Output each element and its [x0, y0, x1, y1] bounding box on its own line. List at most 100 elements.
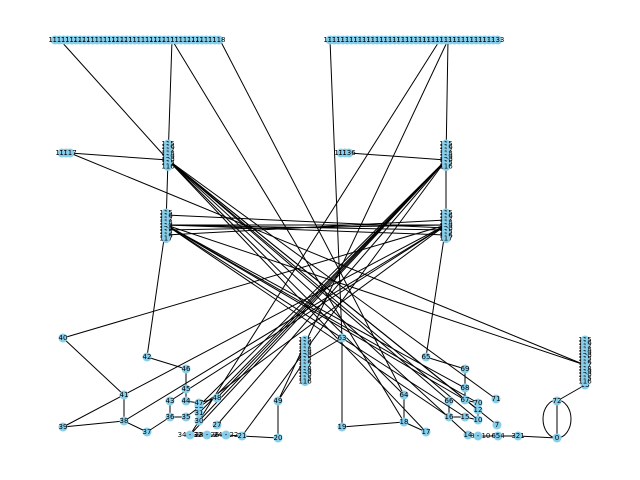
graph-node: 19: [337, 422, 347, 432]
node-label: 10: [474, 416, 483, 424]
node-marker: [580, 377, 590, 387]
node-marker: [493, 35, 503, 45]
node-marker: [194, 398, 204, 408]
graph-edge: [165, 224, 586, 366]
graph-node: 48: [212, 393, 222, 403]
node-label: 15: [461, 413, 470, 421]
node-marker: [58, 333, 68, 343]
node-marker: [181, 396, 191, 406]
graph-edge: [425, 224, 447, 358]
node-marker: [473, 405, 483, 415]
node-marker: [441, 161, 451, 171]
graph-node: 654: [491, 431, 505, 441]
node-marker: [212, 393, 222, 403]
graph-node: 14: [463, 430, 473, 440]
graph-node: 12: [473, 405, 483, 415]
node-label: 116: [439, 162, 453, 170]
graph-edge: [241, 435, 279, 439]
graph-node: 67: [460, 395, 470, 405]
node-marker: [444, 412, 454, 422]
node-label: 7: [495, 421, 499, 429]
graph-edge: [165, 224, 447, 236]
node-marker: [119, 390, 129, 400]
graph-node-stack: 117: [439, 234, 453, 244]
graph-edge: [348, 152, 447, 161]
node-label: 70: [474, 399, 483, 407]
graph-edge: [146, 416, 171, 433]
graph-node: 68: [460, 383, 470, 393]
node-label: 45: [182, 385, 191, 393]
graph-node: 40: [58, 333, 68, 343]
node-marker: [463, 430, 473, 440]
graph-node: 16: [444, 412, 454, 422]
node-label: 654: [491, 432, 505, 440]
graph-edge: [189, 39, 441, 436]
graph-edge: [167, 159, 497, 400]
graph-edge: [146, 356, 187, 370]
node-label: 20: [274, 434, 283, 442]
node-label: 48: [213, 394, 222, 402]
graph-edge: [556, 384, 586, 402]
graph-node: 49: [273, 396, 283, 406]
node-label: 19: [338, 423, 347, 431]
node-marker: [237, 431, 247, 441]
graph-edge: [169, 224, 447, 402]
node-label: 46: [182, 365, 191, 373]
node-label: 43: [166, 397, 175, 405]
node-marker: [194, 408, 204, 418]
graph-edge: [517, 435, 558, 439]
graph-node-stack: 116: [298, 377, 312, 387]
graph-node-stack: 133: [491, 35, 504, 45]
graph-node: 41: [119, 390, 129, 400]
node-marker: [337, 333, 347, 343]
graph-edge: [69, 152, 169, 161]
node-marker: [491, 394, 501, 404]
node-label: 17: [422, 428, 431, 436]
graph-edge: [219, 39, 405, 396]
node-marker: [337, 422, 347, 432]
graph-edge: [62, 420, 125, 428]
graph-edge: [165, 224, 479, 404]
node-marker: [194, 416, 204, 426]
node-marker: [399, 390, 409, 400]
graph-node: 47: [194, 398, 204, 408]
node-layer: 0721332165498 - 101477170121067661615686…: [48, 35, 592, 443]
graph-node: 34 - 32: [178, 430, 203, 440]
node-label: 66: [445, 397, 454, 405]
graph-edge: [198, 159, 447, 407]
node-marker: [165, 412, 175, 422]
node-label: 34 - 32: [178, 431, 203, 439]
node-marker: [421, 352, 431, 362]
graph-node-stack: 116: [578, 377, 592, 387]
node-marker: [552, 433, 562, 443]
node-label: 116: [578, 378, 592, 386]
node-marker: [161, 234, 171, 244]
graph-node: 0: [552, 433, 562, 443]
node-marker: [212, 420, 222, 430]
node-marker: [119, 416, 129, 426]
graph-node: 42: [142, 352, 152, 362]
node-marker: [492, 420, 502, 430]
node-marker: [473, 398, 483, 408]
graph-node: 30: [194, 416, 204, 426]
node-label: 116: [298, 378, 312, 386]
node-marker: [273, 396, 283, 406]
node-label: 64: [400, 391, 409, 399]
node-marker: [441, 234, 451, 244]
node-label: 35: [182, 413, 191, 421]
graph-node: 46: [181, 364, 191, 374]
node-label: 98 - 10: [466, 432, 491, 440]
node-marker: [181, 412, 191, 422]
graph-edge: [189, 159, 447, 436]
graph-edge: [165, 224, 466, 389]
node-label: 118: [212, 36, 225, 44]
graph-edge: [329, 39, 343, 339]
node-label: 67: [461, 396, 470, 404]
graph-node: 10: [473, 415, 483, 425]
node-label: 0: [555, 434, 559, 442]
node-label: 38: [120, 417, 129, 425]
graph-node-stack: 117: [159, 234, 173, 244]
graph-node: 37: [142, 427, 152, 437]
graph-node: 45: [181, 384, 191, 394]
